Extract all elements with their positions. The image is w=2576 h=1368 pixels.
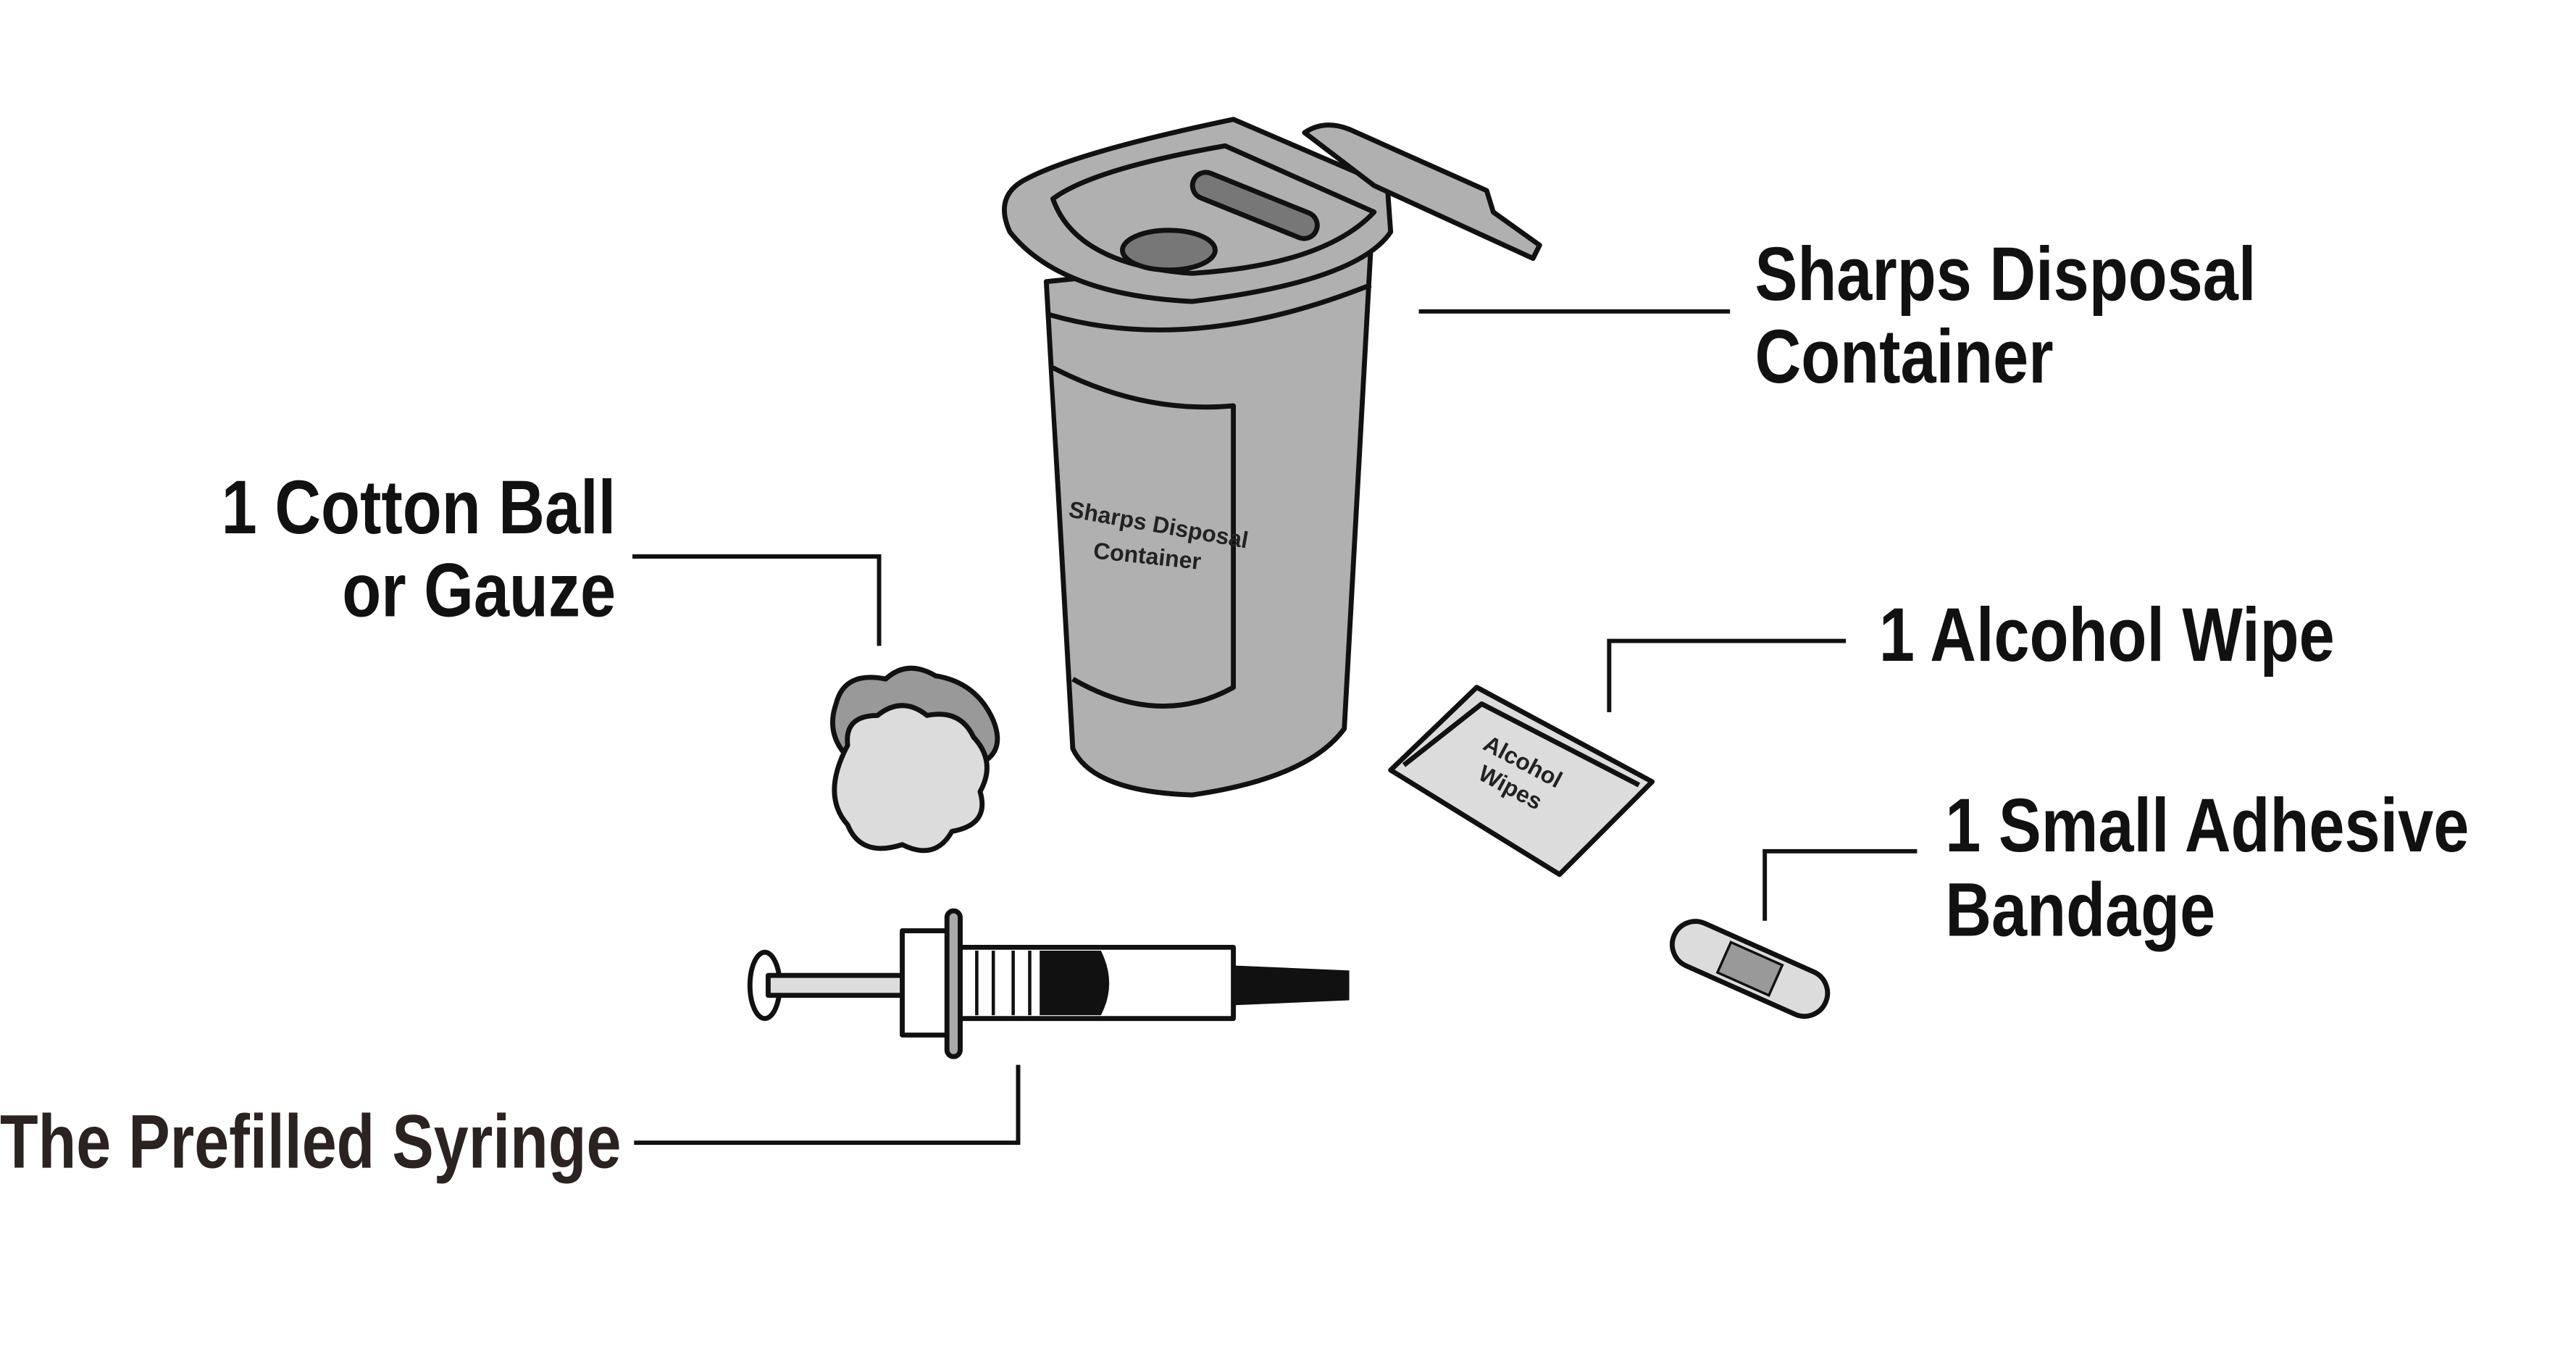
- sharps-container-label-line2: Container: [1755, 314, 2053, 399]
- wipe-leader-line: [1607, 638, 1847, 712]
- alcohol-wipe-illustration: Alcohol Wipes: [1388, 685, 1655, 877]
- cotton-ball-illustration: [830, 665, 1000, 854]
- bandage-illustration: [1670, 919, 1831, 1019]
- cotton-ball-label-line1: 1 Cotton Ball: [222, 464, 616, 550]
- bandage-leader-line: [1762, 848, 1918, 921]
- sharps-container-label-line1: Sharps Disposal: [1755, 231, 2256, 317]
- sharps-container-illustration: Sharps Disposal Container: [1002, 117, 1542, 798]
- cotton-ball-label-line2: or Gauze: [342, 547, 616, 633]
- alcohol-wipe-label: 1 Alcohol Wipe: [1879, 592, 2335, 677]
- bandage-label-line2: Bandage: [1945, 867, 2215, 952]
- bandage-label-line1: 1 Small Adhesive: [1945, 783, 2469, 868]
- syringe-illustration: [747, 908, 1350, 1059]
- syringe-leader-line: [634, 1064, 1021, 1146]
- cotton-leader-line: [632, 554, 882, 646]
- syringe-label: The Prefilled Syringe: [0, 1099, 621, 1184]
